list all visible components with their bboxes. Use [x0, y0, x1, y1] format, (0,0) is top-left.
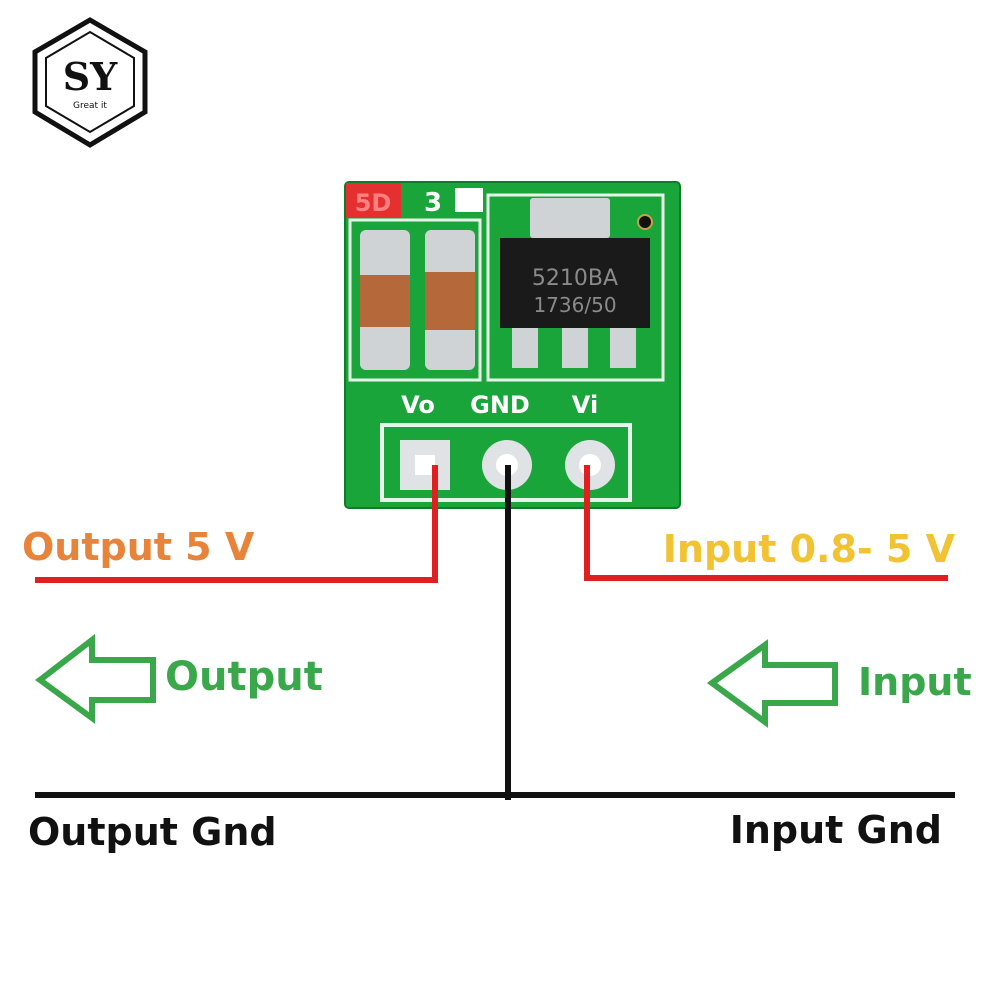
- chip-outline: [486, 193, 665, 382]
- pcb-board: 5D 3 5210BA 1736/50 Vo GND Vi: [344, 181, 681, 509]
- pad-output: [400, 440, 450, 490]
- logo-tagline: Great it: [73, 101, 107, 111]
- regulator-chip: 5210BA 1736/50: [500, 198, 650, 368]
- pin-label-ground: GND: [470, 391, 530, 419]
- silkscreen-square: [455, 188, 483, 212]
- silkscreen-mark-1: 5D: [355, 189, 392, 217]
- silkscreen-mark-2: 3: [424, 188, 442, 218]
- red-led-pad: [346, 183, 401, 218]
- pin-label-output: Vo: [401, 391, 435, 419]
- output-arrow-icon: [34, 633, 156, 724]
- input-gnd-label: Input Gnd: [730, 808, 942, 852]
- input-power-wire: [584, 465, 948, 581]
- capacitor-outline: [348, 218, 482, 382]
- chip-marking-2: 1736/50: [533, 293, 616, 317]
- capacitor-right: [425, 230, 475, 370]
- output-voltage-label: Output 5 V: [22, 525, 255, 569]
- logo-letters: SY: [63, 54, 118, 99]
- output-power-wire: [35, 465, 438, 583]
- mounting-hole: [637, 214, 653, 230]
- output-gnd-label: Output Gnd: [28, 810, 277, 854]
- input-arrow-icon: [706, 639, 838, 728]
- input-voltage-label: Input 0.8- 5 V: [663, 527, 956, 571]
- chip-marking-1: 5210BA: [532, 266, 618, 291]
- pin-label-input: Vi: [572, 391, 598, 419]
- output-arrow-label: Output: [165, 654, 323, 700]
- brand-logo: SY Great it: [32, 17, 148, 148]
- input-arrow-label: Input: [858, 660, 972, 704]
- capacitor-left: [360, 230, 410, 370]
- wiring: [35, 465, 955, 800]
